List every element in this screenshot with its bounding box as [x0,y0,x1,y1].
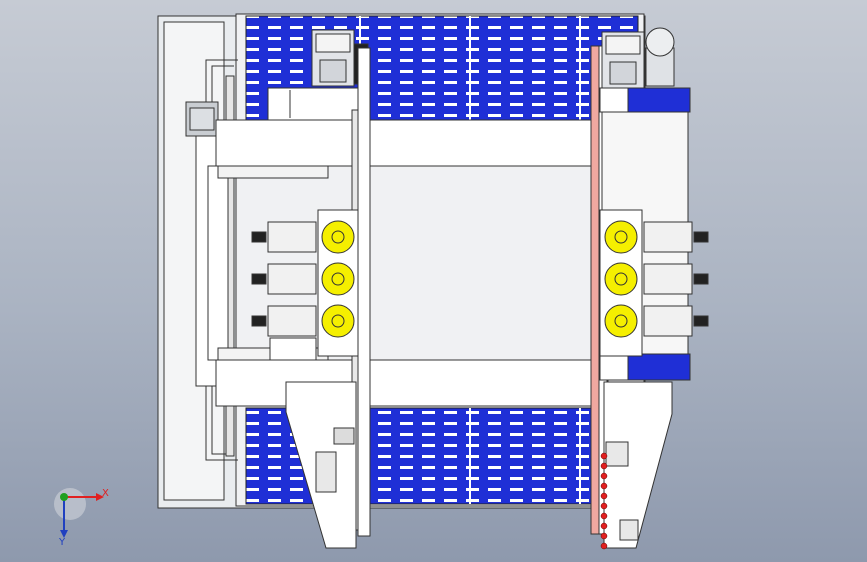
left-roller-block [317,209,359,357]
left-lower-bracket [285,381,357,549]
upper-guard [267,87,365,121]
right-gearbox [601,27,675,89]
triad-x-label: X [102,488,109,499]
view-orientation-triad-icon[interactable]: X Y [54,488,109,548]
right-roller-block [599,209,643,357]
right-bracket-markers [600,452,608,550]
gantry-beams [207,119,609,407]
left-spindle-units [251,221,317,361]
right-lower-bracket [603,381,673,549]
right-spindle-units [643,221,709,337]
triad-y-label: Y [58,537,66,548]
